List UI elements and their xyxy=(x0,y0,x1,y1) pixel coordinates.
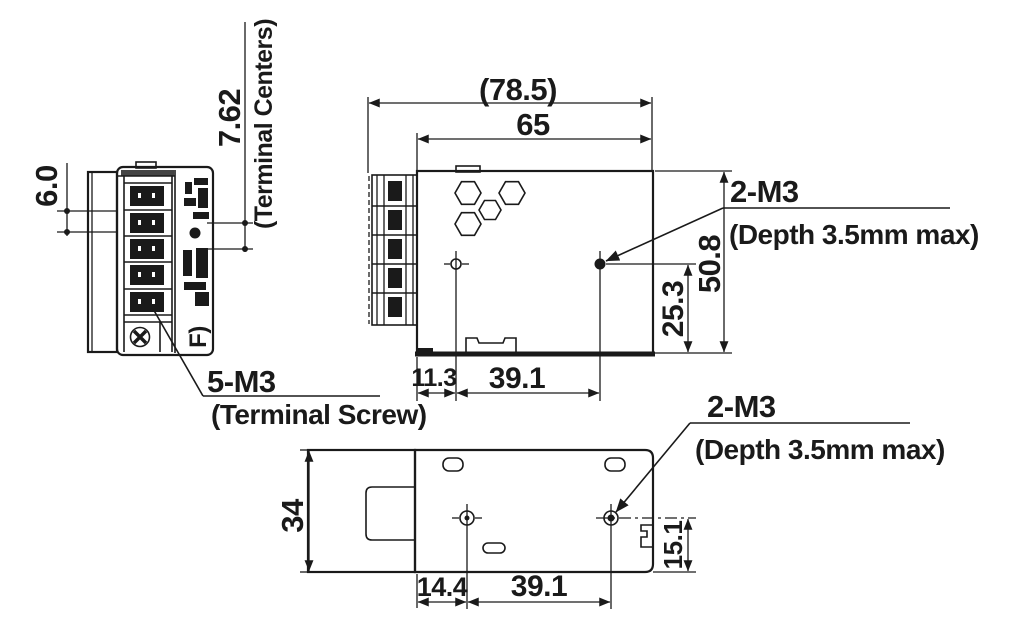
dim-hole-pitch-bottom-label: 39.1 xyxy=(511,570,567,603)
dim-hole-edge: 15.1 xyxy=(653,518,696,573)
dim-top-offset: 6.0 xyxy=(29,163,117,236)
dim-hole-height: 25.3 xyxy=(657,264,693,353)
dim-depth: 34 xyxy=(275,449,314,573)
panel-top-strip xyxy=(121,170,174,176)
body-side xyxy=(415,165,696,401)
panel-dot-mark xyxy=(189,227,201,239)
dim-terminal-pitch-note: (Terminal Centers) xyxy=(250,19,278,229)
mount-callout-bottom: 2-M3 (Depth 3.5mm max) xyxy=(615,389,945,513)
connector-boss xyxy=(365,486,415,541)
mount-callout-bottom-note: (Depth 3.5mm max) xyxy=(695,434,945,465)
panel-markings: F) xyxy=(183,178,212,348)
mount-callout-side-label: 2-M3 xyxy=(730,174,799,209)
dim-terminal-pitch-label: 7.62 xyxy=(212,89,247,147)
dim-hole-offset-side: 11.3 xyxy=(411,357,457,401)
dim-overall-width: (78.5) xyxy=(367,72,653,173)
dim-overall-height-label: 50.8 xyxy=(692,235,727,294)
terminal-callout-label: 5-M3 xyxy=(207,364,276,399)
dim-body-width-label: 65 xyxy=(516,107,550,142)
mount-hole-left-bottom xyxy=(452,504,482,609)
dim-hole-edge-label: 15.1 xyxy=(658,521,688,570)
dim-hole-pitch-side: 39.1 xyxy=(456,362,600,398)
terminal-strip xyxy=(124,182,172,316)
mount-hole-right-bottom xyxy=(596,504,696,609)
bottom-view: 34 14.4 39.1 15.1 2-M3 (Depth 3.5mm max) xyxy=(275,389,945,609)
ground-screw xyxy=(124,321,172,352)
dim-hole-pitch-bottom: 39.1 xyxy=(467,570,611,607)
dim-depth-label: 34 xyxy=(275,498,310,533)
mount-callout-bottom-label: 2-M3 xyxy=(707,389,776,424)
terminal-section-outline xyxy=(306,448,417,574)
mount-callout-side-note: (Depth 3.5mm max) xyxy=(729,219,979,250)
dim-terminal-pitch: 7.62 (Terminal Centers) xyxy=(207,19,278,252)
terminal-screw-callout: 5-M3 (Terminal Screw) xyxy=(151,306,427,430)
terminal-callout-note: (Terminal Screw) xyxy=(211,399,427,430)
dim-hole-offset-bottom-label: 14.4 xyxy=(417,572,468,602)
brand-logo: F) xyxy=(185,326,212,348)
din-rail-notch xyxy=(465,337,517,354)
mount-hole-right-side xyxy=(594,251,696,401)
front-panel xyxy=(115,165,215,357)
bottom-slots xyxy=(442,457,626,554)
dim-top-offset-label: 6.0 xyxy=(29,165,64,207)
dim-hole-offset-side-label: 11.3 xyxy=(411,364,456,392)
terminal-screws-side xyxy=(388,181,402,317)
dim-hole-pitch-side-label: 39.1 xyxy=(489,362,545,395)
dim-overall-height: 50.8 xyxy=(655,170,732,354)
mount-callout-side: 2-M3 (Depth 3.5mm max) xyxy=(605,174,979,262)
vent-hex-holes xyxy=(454,180,526,237)
side-view: (78.5) 65 50.8 25.3 11.3 39.1 xyxy=(367,72,979,401)
dim-hole-height-label: 25.3 xyxy=(657,281,690,337)
terminal-screws-front xyxy=(130,186,164,312)
dim-body-width: 65 xyxy=(416,107,652,170)
front-view: F) 6.0 7.62 (Terminal Centers) 5-M3 (Ter… xyxy=(29,19,427,430)
body-outline xyxy=(415,169,655,355)
body-bottom-outline xyxy=(413,448,655,574)
dim-overall-width-label: (78.5) xyxy=(479,72,557,107)
mount-hole-left-side xyxy=(444,251,469,401)
din-clip-notch xyxy=(640,524,653,548)
dim-hole-offset-bottom: 14.4 xyxy=(416,572,468,608)
terminal-block-side xyxy=(368,174,418,326)
